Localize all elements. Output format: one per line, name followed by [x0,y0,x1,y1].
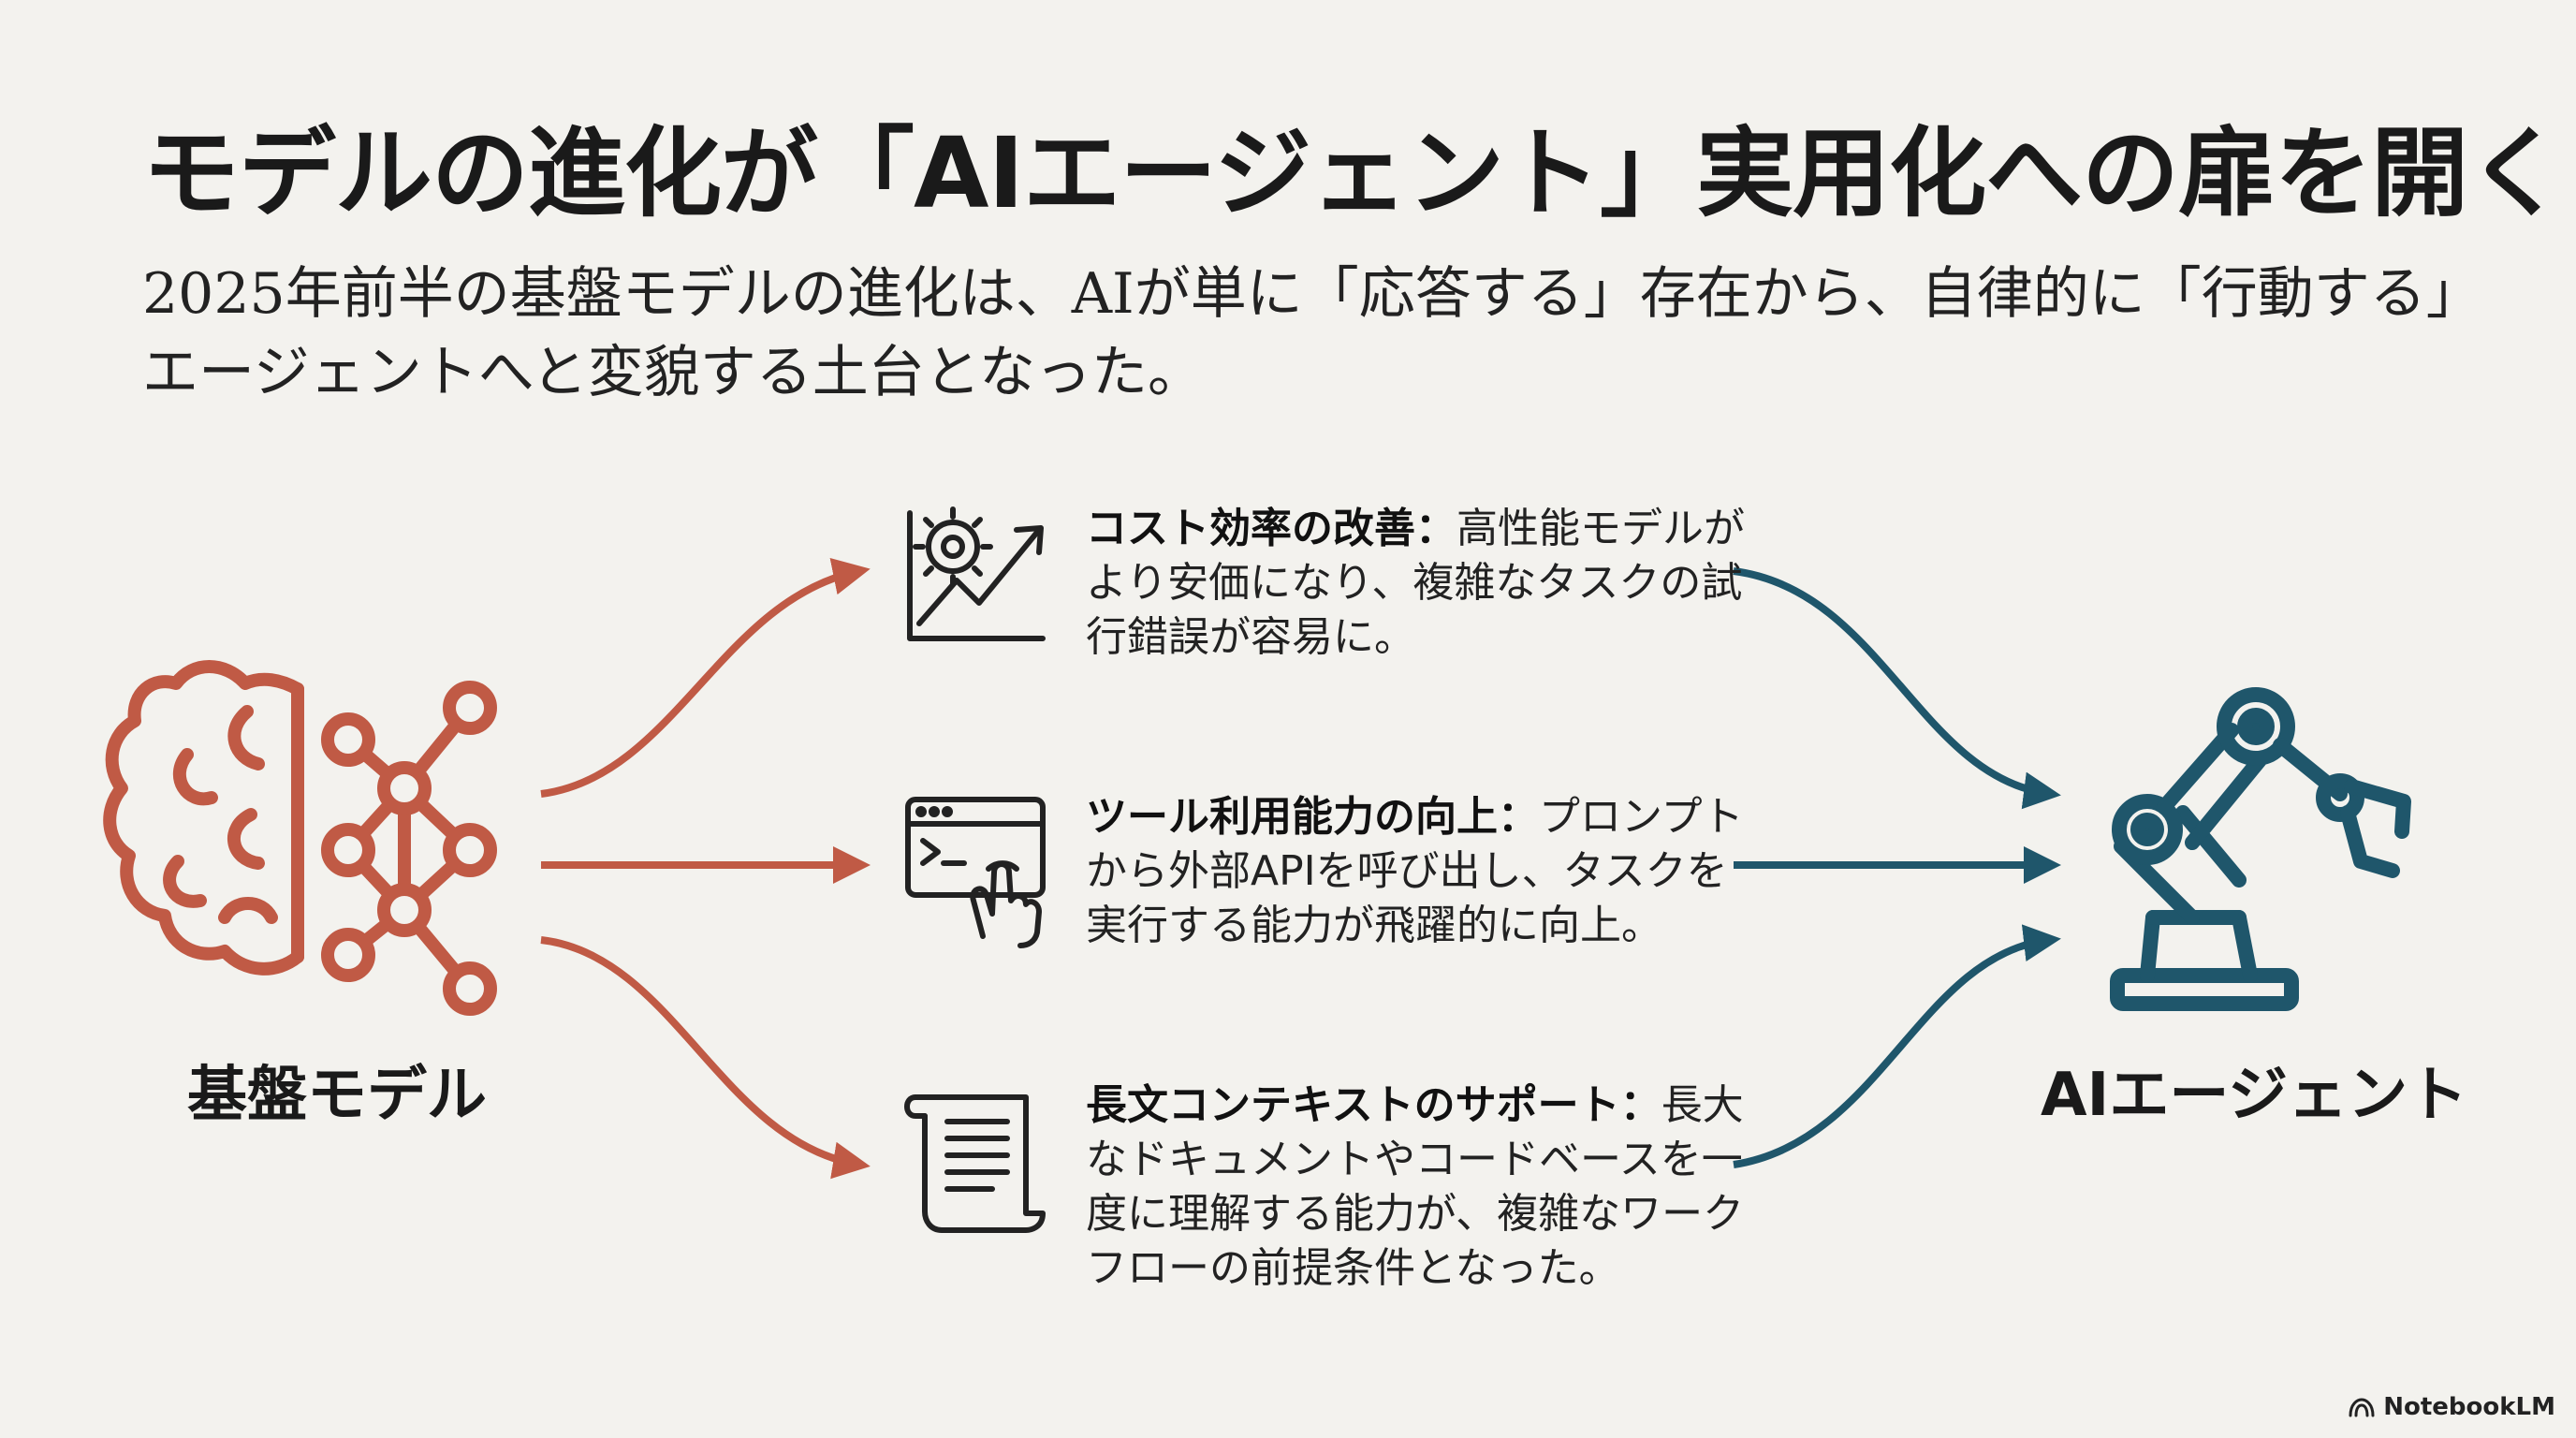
terminal-click-icon [905,797,1046,948]
network-graph [321,681,497,1016]
benefit-heading: コスト効率の改善 [1086,505,1415,552]
notebooklm-logo-icon [2349,1398,2375,1417]
benefit-heading: 長文コンテキストのサポート [1086,1081,1620,1129]
brand-watermark: NotebookLM [2348,1393,2555,1421]
document-scroll-icon [904,1094,1046,1233]
arrow-from-cost [1733,567,2061,810]
subtitle-line-2: エージェントへと変貌する土台となった。 [142,340,1204,405]
benefit-heading: ツール利用能力の向上 [1086,793,1498,841]
brain-network-icon [103,660,497,1016]
benefit-cost-efficiency: コスト効率の改善：高性能モデルがより安価になり、複雑なタスクの試行錯誤が容易に。 [1086,505,1745,661]
gear-growth-chart-icon [907,506,1046,641]
subtitle-line-1: 2025年前半の基盤モデルの進化は、AIが単に「応答する」存在から、自律的に「行… [142,261,2482,327]
arrow-from-context [1733,924,2061,1168]
page-subtitle: 2025年前半の基盤モデルの進化は、AIが単に「応答する」存在から、自律的に「行… [142,255,2482,412]
arrow-to-cost [540,557,871,798]
brand-label: NotebookLM [2383,1393,2555,1421]
benefit-text: 高性能モデルがより安価になり、複雑なタスクの試行錯誤が容易に。 [1086,505,1745,661]
benefit-text: プロンプトから外部APIを呼び出し、タスクを実行する能力が飛躍的に向上。 [1086,793,1744,949]
benefit-tool-use: ツール利用能力の向上：プロンプトから外部APIを呼び出し、タスクを実行する能力が… [1086,793,1744,949]
arrow-to-context [540,936,871,1180]
benefit-long-context: 長文コンテキストのサポート：長大なドキュメントやコードベースを一度に理解する能力… [1086,1081,1745,1292]
foundation-model-label: 基盤モデル [187,1061,487,1130]
robot-arm-icon [2110,687,2411,1011]
page-title: モデルの進化が「AIエージェント」実用化への扉を開く [142,116,2565,230]
benefit-text: 長大なドキュメントやコードベースを一度に理解する能力が、複雑なワークフローの前提… [1086,1081,1745,1292]
ai-agent-label: AIエージェント [2041,1061,2468,1130]
